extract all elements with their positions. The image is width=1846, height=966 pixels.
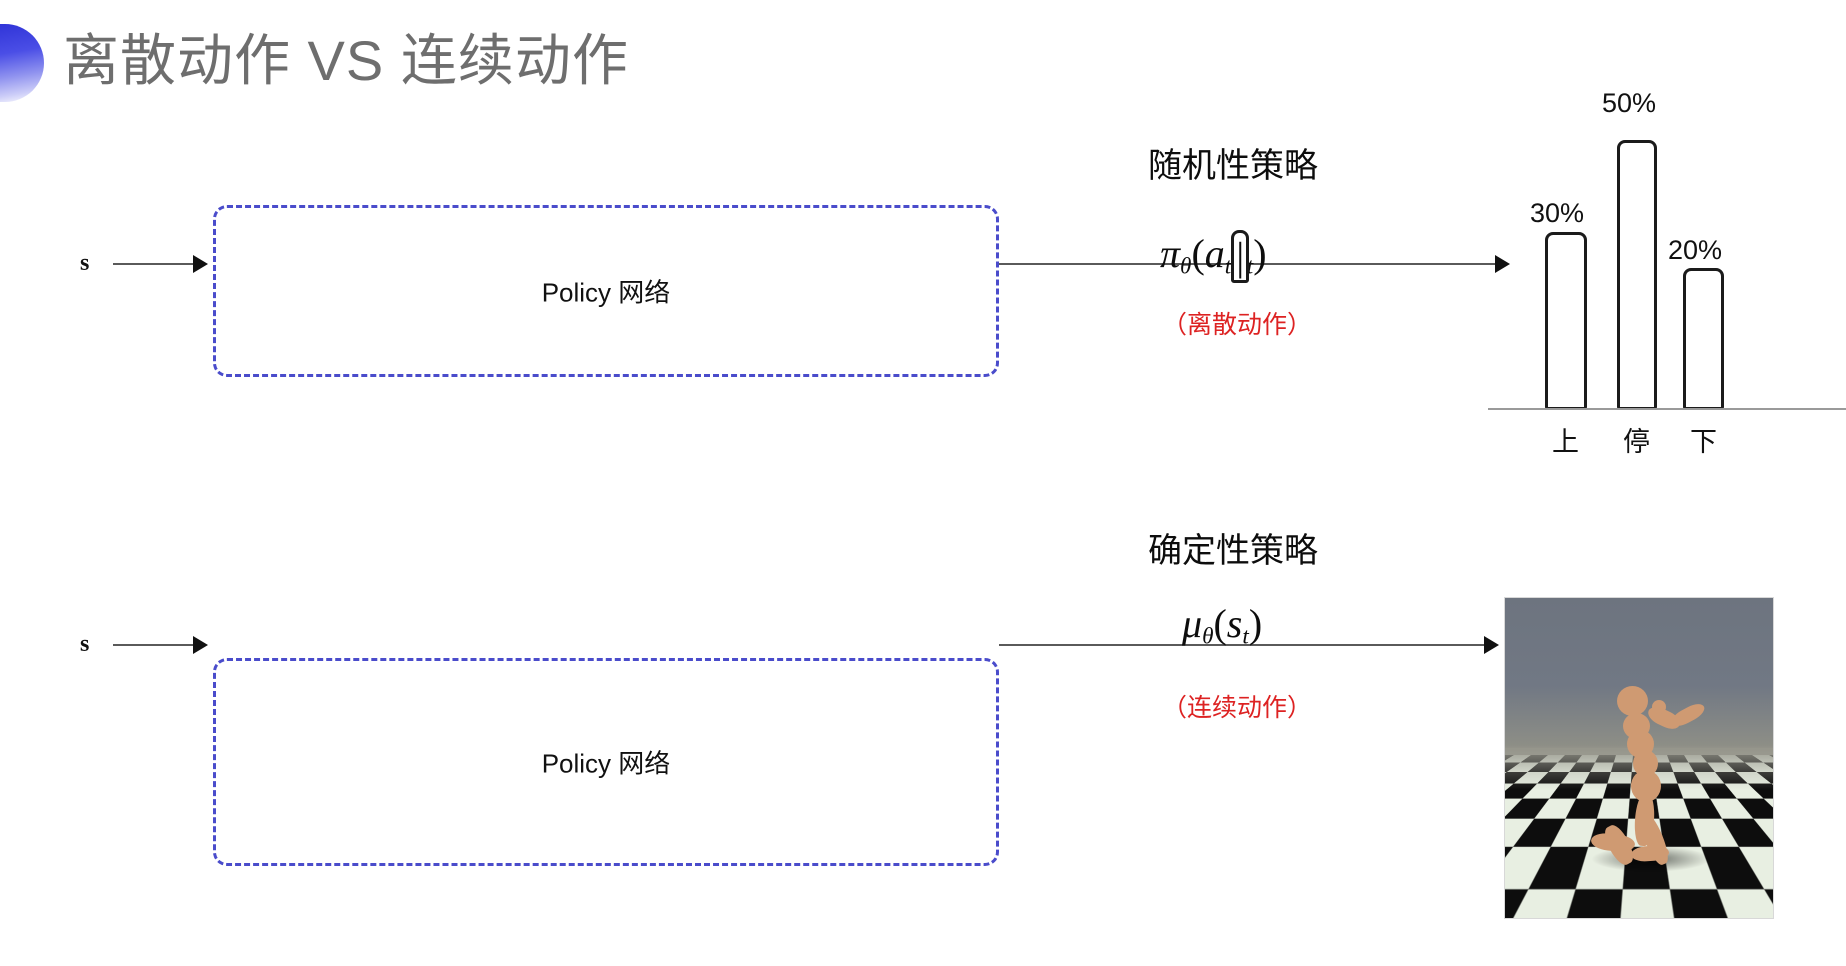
row2-formula-arg1-sub: t: [1242, 623, 1249, 650]
row2-output-arrow-head: [1484, 636, 1499, 654]
bar-1: [1617, 140, 1657, 410]
row2-output-arrow-line: [999, 644, 1487, 646]
row2-input-arrow-line: [113, 644, 195, 646]
sim-hand: [1652, 700, 1666, 714]
row1-policy-box[interactable]: Policy 网络: [213, 205, 999, 377]
bar-value-1: 50%: [1602, 88, 1657, 118]
row2-formula-fn: μ: [1182, 601, 1203, 646]
row2-formula: μθ(st): [1182, 600, 1262, 650]
row1-formula-fn: π: [1160, 231, 1181, 276]
bar-value-2: 20%: [1668, 235, 1723, 265]
row1-formula-arg1-sub: t: [1224, 253, 1232, 280]
bar-category-2: 下: [1690, 427, 1717, 457]
row2-policy-box[interactable]: Policy 网络: [213, 658, 999, 866]
row2-formula-open: (: [1213, 601, 1227, 646]
row1-formula-bar: |: [1231, 230, 1250, 283]
row1-formula: πθ(at|st): [1160, 230, 1267, 283]
bar-category-0: 上: [1552, 427, 1579, 457]
bar-value-0: 30%: [1530, 198, 1585, 228]
row2-policy-name: 确定性策略: [1148, 532, 1318, 570]
row2-action-note: （连续动作）: [1162, 694, 1313, 722]
row1-formula-open: (: [1191, 231, 1205, 276]
row1-input-arrow-head: [193, 255, 208, 273]
page-title: 离散动作 VS 连续动作: [63, 29, 629, 92]
bar-0: [1545, 232, 1587, 410]
sim-head: [1617, 686, 1648, 716]
row1-policy-name: 随机性策略: [1148, 147, 1318, 185]
row1-formula-close: ): [1253, 231, 1267, 276]
row2-formula-arg1: s: [1226, 601, 1243, 646]
row2-input-label: s: [80, 631, 90, 657]
bar-2: [1683, 268, 1724, 410]
row1-input-label: s: [80, 250, 90, 276]
title-bullet-icon: [0, 24, 44, 102]
row1-action-note: （离散动作）: [1162, 311, 1313, 339]
chart-baseline-axis: [1488, 408, 1846, 410]
row2-formula-close: ): [1248, 601, 1263, 646]
bar-category-1: 停: [1623, 427, 1650, 457]
row2-input-arrow-head: [193, 636, 208, 654]
row1-output-arrow-head: [1495, 255, 1510, 273]
row1-formula-arg1: a: [1204, 231, 1225, 276]
discrete-action-bar-chart: 30% 50% 20% 上 停 下: [1460, 88, 1846, 457]
row1-input-arrow-line: [113, 263, 195, 265]
row1-formula-arg2-sub: t: [1246, 253, 1254, 280]
bottom-strip: [0, 956, 1846, 966]
humanoid-sim-image: [1505, 598, 1773, 918]
row2-policy-box-label: Policy 网络: [541, 748, 671, 779]
row1-formula-theta: θ: [1180, 253, 1192, 280]
row1-policy-box-label: Policy 网络: [541, 277, 671, 308]
row2-formula-theta: θ: [1202, 623, 1214, 650]
